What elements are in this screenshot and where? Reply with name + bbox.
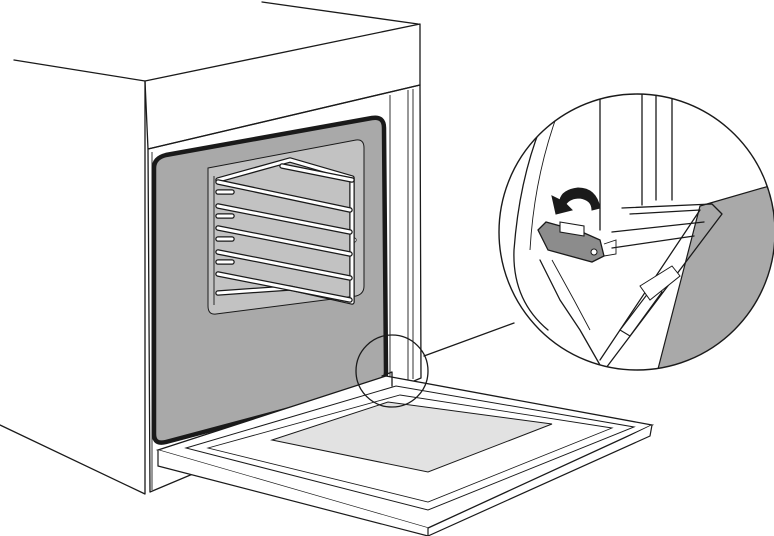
oven-rack-guides [215,157,355,305]
rotate-arrow-icon [551,187,601,215]
hinge-detail-zoom [498,93,774,371]
magnifier-callout [355,322,515,408]
oven-cavity [151,115,389,445]
hinge-lever-icon [537,221,617,263]
oven-door [155,371,655,536]
magnifier-circle-icon [355,334,429,408]
